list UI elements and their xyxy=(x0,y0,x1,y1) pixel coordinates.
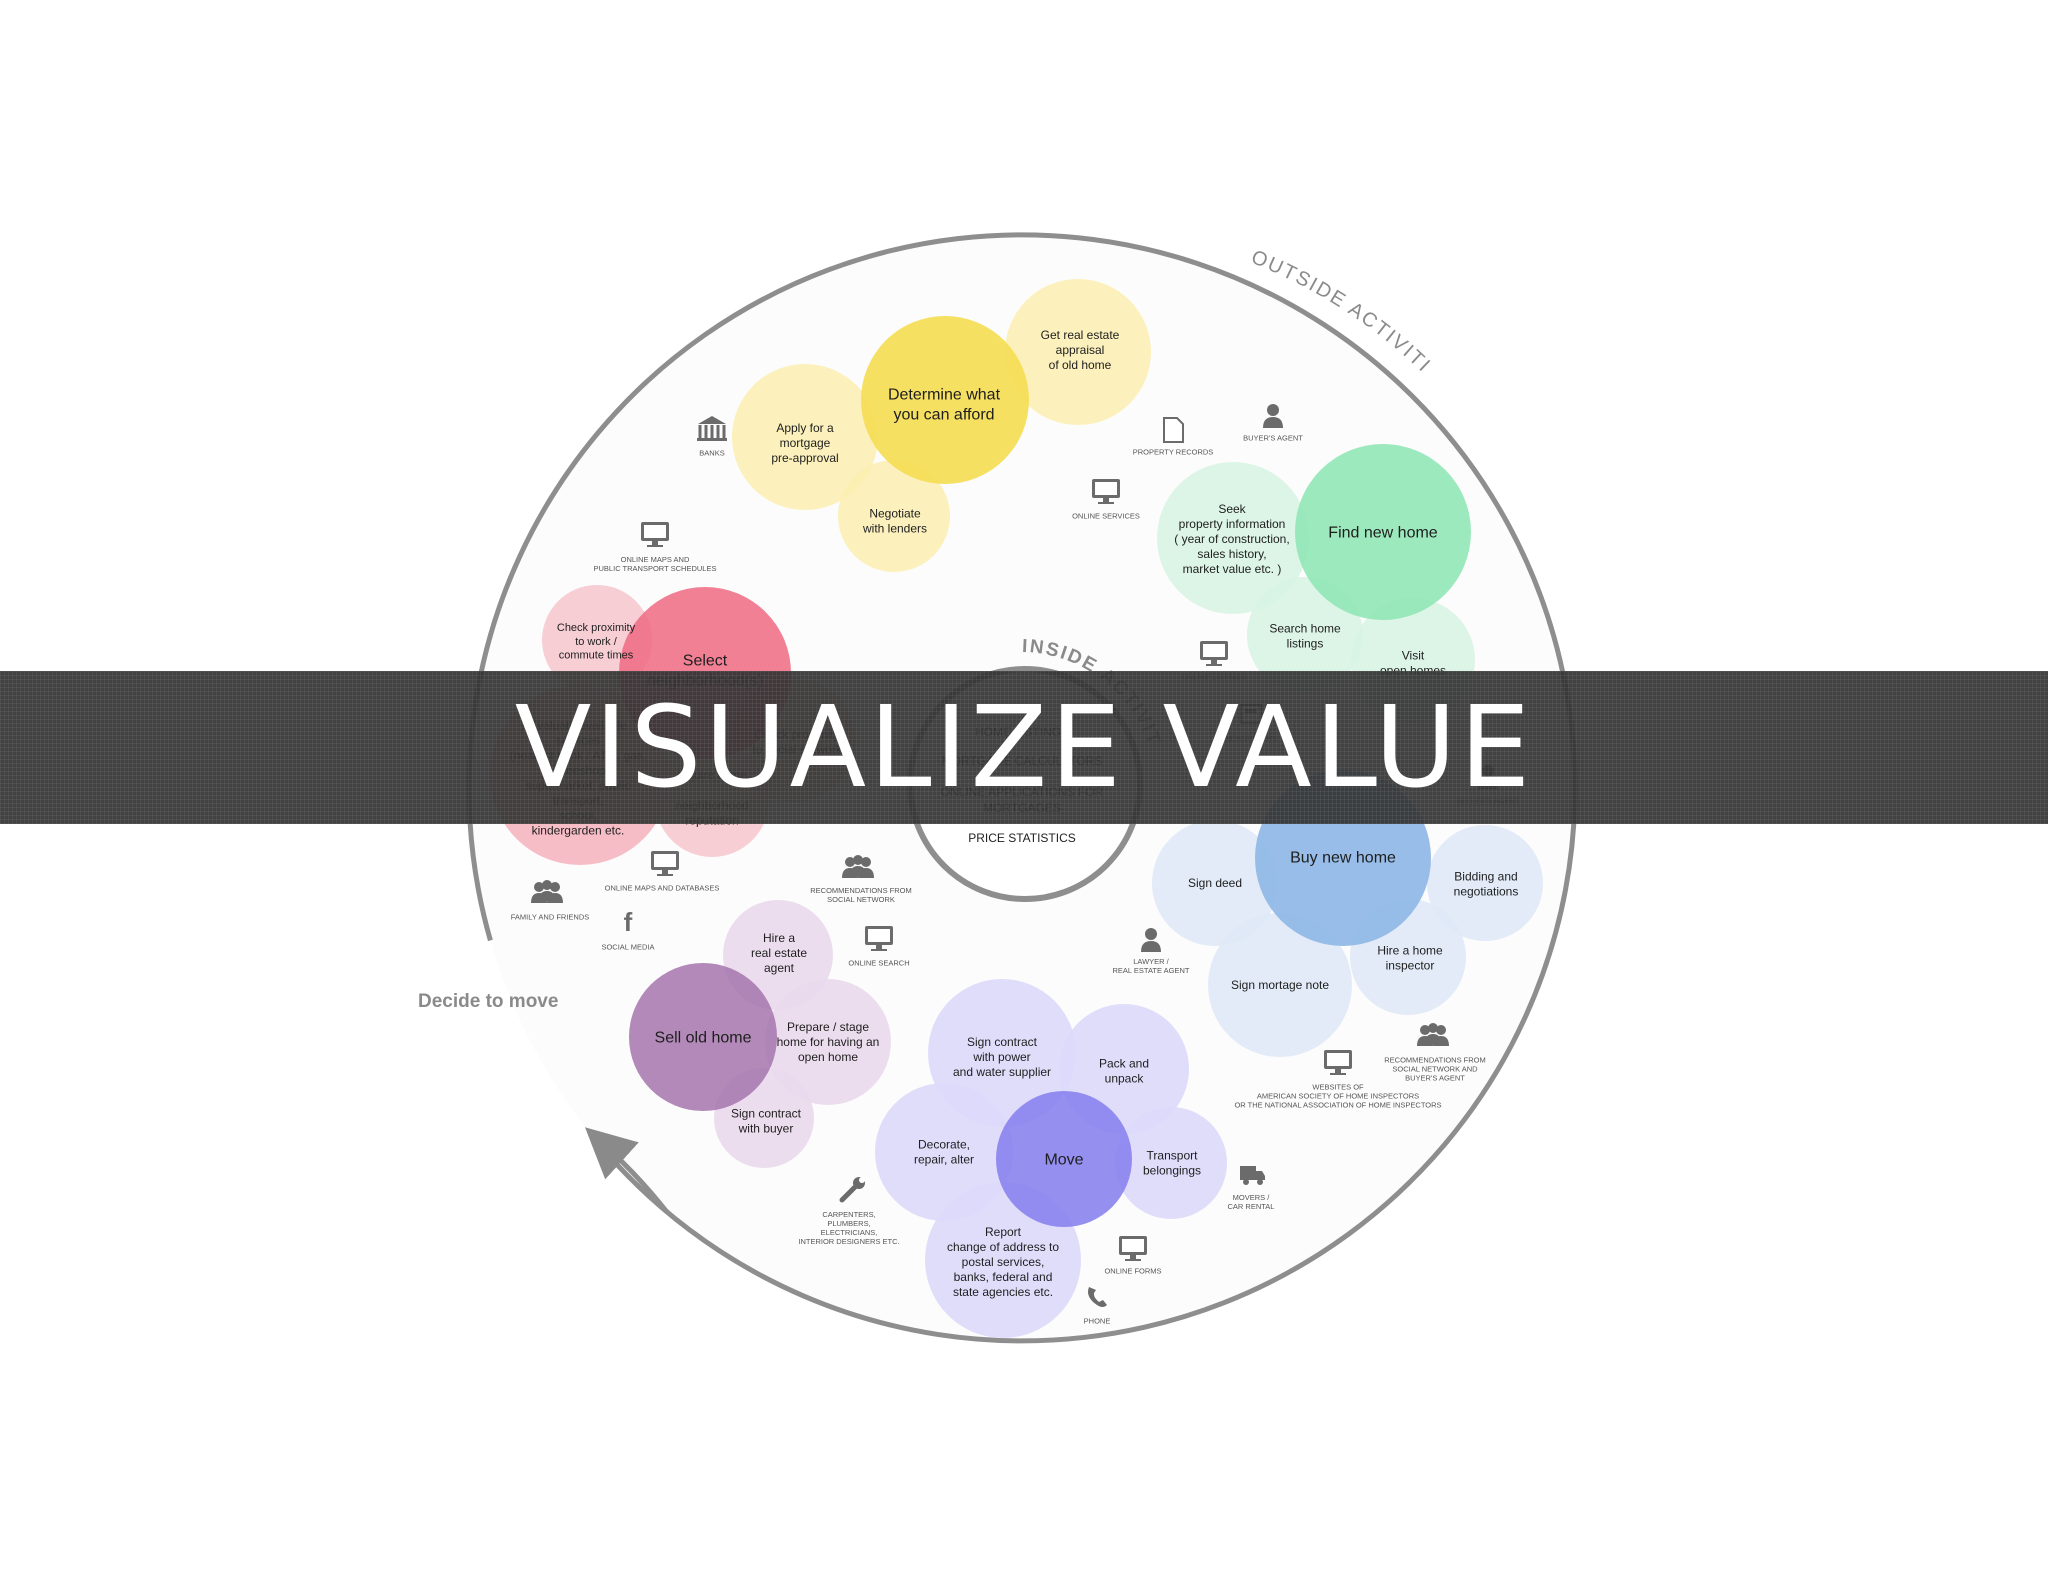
monitor-icon xyxy=(865,926,893,951)
appraisal-circle xyxy=(1005,279,1151,425)
outer-cycle-arrow xyxy=(584,1127,669,1214)
phone-icon xyxy=(1088,1287,1107,1307)
decide-to-move-label: Decide to move xyxy=(418,991,558,1012)
social-media-label: SOCIAL MEDIA xyxy=(601,943,654,952)
banner: VISUALIZE VALUE xyxy=(0,671,2048,824)
monitor-icon xyxy=(1092,479,1120,504)
people-group-icon xyxy=(531,880,563,903)
lawyer-label: LAWYER /REAL ESTATE AGENT xyxy=(1113,957,1190,975)
property-records-label: PROPERTY RECORDS xyxy=(1133,448,1214,457)
document-icon xyxy=(1163,417,1184,443)
sell-circle xyxy=(629,963,777,1111)
banner-title: VISUALIZE VALUE xyxy=(514,682,1534,813)
deed-circle xyxy=(1152,820,1278,946)
move-label: Move xyxy=(1044,1152,1083,1169)
monitor-icon xyxy=(641,522,669,547)
people-group-icon xyxy=(1417,1023,1449,1046)
stage-circle xyxy=(765,979,891,1105)
mortgage-note-circle xyxy=(1208,913,1352,1057)
lawyer-icon xyxy=(1141,928,1161,952)
negotiate-circle xyxy=(838,460,950,572)
carpenters-label: CARPENTERS,PLUMBERS,ELECTRICIANS,INTERIO… xyxy=(798,1210,899,1246)
bidding-circle xyxy=(1427,825,1543,941)
online-forms-label: ONLINE FORMS xyxy=(1104,1267,1161,1276)
maps-databases-label: ONLINE MAPS AND DATABASES xyxy=(605,884,720,893)
truck-icon xyxy=(1240,1166,1265,1185)
facebook-icon: f xyxy=(624,907,633,937)
buyers-agent-label: BUYER'S AGENT xyxy=(1243,434,1303,443)
monitor-icon xyxy=(1200,641,1228,666)
mortgage-circle xyxy=(732,364,878,510)
deed-label: Sign deed xyxy=(1188,876,1242,890)
family-friends-label: FAMILY AND FRIENDS xyxy=(511,913,590,922)
determine-circle xyxy=(861,316,1029,484)
move-circle xyxy=(996,1091,1132,1227)
buyers-agent-icon xyxy=(1263,404,1283,428)
outer-cycle-arc xyxy=(466,232,1578,1344)
monitor-icon xyxy=(651,851,679,876)
monitor-icon xyxy=(1324,1050,1352,1075)
banks-label: BANKS xyxy=(699,449,724,458)
sell-label: Sell old home xyxy=(655,1030,752,1047)
search-circle xyxy=(1247,577,1363,693)
find-label: Find new home xyxy=(1328,525,1437,542)
center-item: PRICE STATISTICS xyxy=(968,831,1076,845)
buy-label: Buy new home xyxy=(1290,850,1396,867)
online-search-label: ONLINE SEARCH xyxy=(848,959,909,968)
transport-circle xyxy=(1115,1107,1227,1219)
decorate-label: Decorate,repair, alter xyxy=(914,1138,974,1167)
wrench-icon xyxy=(839,1177,865,1203)
people-group-icon xyxy=(842,855,874,878)
online-services-label: ONLINE SERVICES xyxy=(1072,512,1140,521)
seek-circle xyxy=(1157,462,1309,614)
movers-label: MOVERS /CAR RENTAL xyxy=(1228,1193,1275,1211)
bank-icon xyxy=(697,416,727,441)
phone-label: PHONE xyxy=(1084,1317,1111,1326)
mortgage-note-label: Sign mortage note xyxy=(1231,978,1329,992)
find-circle xyxy=(1295,444,1471,620)
monitor-icon xyxy=(1119,1236,1147,1261)
